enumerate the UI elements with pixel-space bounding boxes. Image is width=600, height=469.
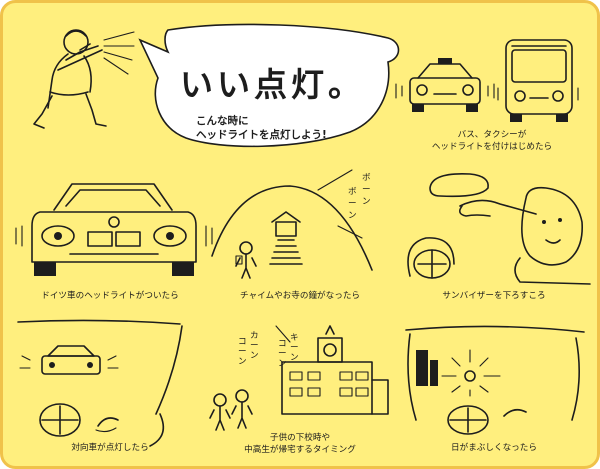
caption-sun-visor: サンバイザーを下ろすころ <box>442 290 545 301</box>
panel-sunset: 日がまぶしくなったら <box>405 325 585 453</box>
panel-german-car: ドイツ車のヘッドライトがついたら <box>15 183 213 301</box>
sound-kan-2: ー <box>250 341 259 351</box>
panel-oncoming-car: 対向車が点灯したら <box>17 319 183 453</box>
panel-sun-visor: サンバイザーを下ろすころ <box>407 172 591 301</box>
flashing-man-illustration <box>33 29 135 129</box>
bus-illustration <box>497 39 579 122</box>
sound-bon-1: ボ <box>362 172 371 183</box>
sound-effect-bon: ボ ー ン ボ ー ン <box>317 169 371 239</box>
sound-kin-3: ン <box>290 353 299 363</box>
sound-kon-3: ン <box>278 359 287 369</box>
caption-bus-taxi-line1: バス、タクシーが <box>458 128 527 140</box>
sound-kan-3: ン <box>250 351 259 361</box>
sound-effect-kinkon: キ ー ン コ ー ン カ ー ン コ ー ン <box>238 325 299 369</box>
sun-visor-illustration <box>407 172 591 285</box>
caption-bus-taxi-line2: ヘッドライトを付けはじめたら <box>432 141 552 152</box>
sound-bon-6: ン <box>348 211 357 221</box>
sunset-illustration <box>405 325 585 435</box>
sound-kin-2: ー <box>290 343 299 353</box>
title-sub-line2: ヘッドライトを点灯しよう! <box>196 128 327 141</box>
sound-kon-6: ン <box>238 357 247 367</box>
panel-bus-taxi: バス、タクシーが ヘッドライトを付けはじめたら <box>395 39 579 152</box>
sound-kon-4: コ <box>238 337 247 347</box>
title-sub-line1: こんな時に <box>196 114 249 127</box>
sound-kon-1: コ <box>278 339 287 349</box>
title-main: いい点灯。 <box>180 65 365 104</box>
sound-bon-3: ン <box>362 197 371 207</box>
school-illustration <box>209 325 389 431</box>
panel-school: キ ー ン コ ー ン カ ー ン コ ー ン 子供の下校時や 中高生が帰宅する… <box>209 325 389 455</box>
sound-bon-5: ー <box>348 199 357 209</box>
taxi-illustration <box>395 58 495 112</box>
caption-sunset: 日がまぶしくなったら <box>451 441 537 453</box>
caption-oncoming-car: 対向車が点灯したら <box>71 441 148 453</box>
hill-temple-illustration <box>211 185 373 279</box>
sound-kin-1: キ <box>290 333 299 343</box>
sound-kon-5: ー <box>238 347 247 357</box>
caption-german-car: ドイツ車のヘッドライトがついたら <box>41 289 179 301</box>
sound-kan-1: カ <box>250 330 259 341</box>
sound-bon-4: ボ <box>348 186 357 197</box>
caption-school-line1: 子供の下校時や <box>270 431 330 443</box>
caption-chime-bell: チャイムやお寺の鐘がなったら <box>240 289 360 301</box>
sound-kon-2: ー <box>278 349 287 359</box>
oncoming-car-illustration <box>17 319 183 447</box>
caption-school-line2: 中高生が帰宅するタイミング <box>244 443 356 455</box>
title-bubble: いい点灯。 こんな時に ヘッドライトを点灯しよう! <box>138 23 400 148</box>
sound-bon-2: ー <box>362 185 371 195</box>
german-car-illustration <box>15 183 213 276</box>
panel-chime-bell: ボ ー ン ボ ー ン チャイムやお寺の鐘がなったら <box>211 169 373 301</box>
